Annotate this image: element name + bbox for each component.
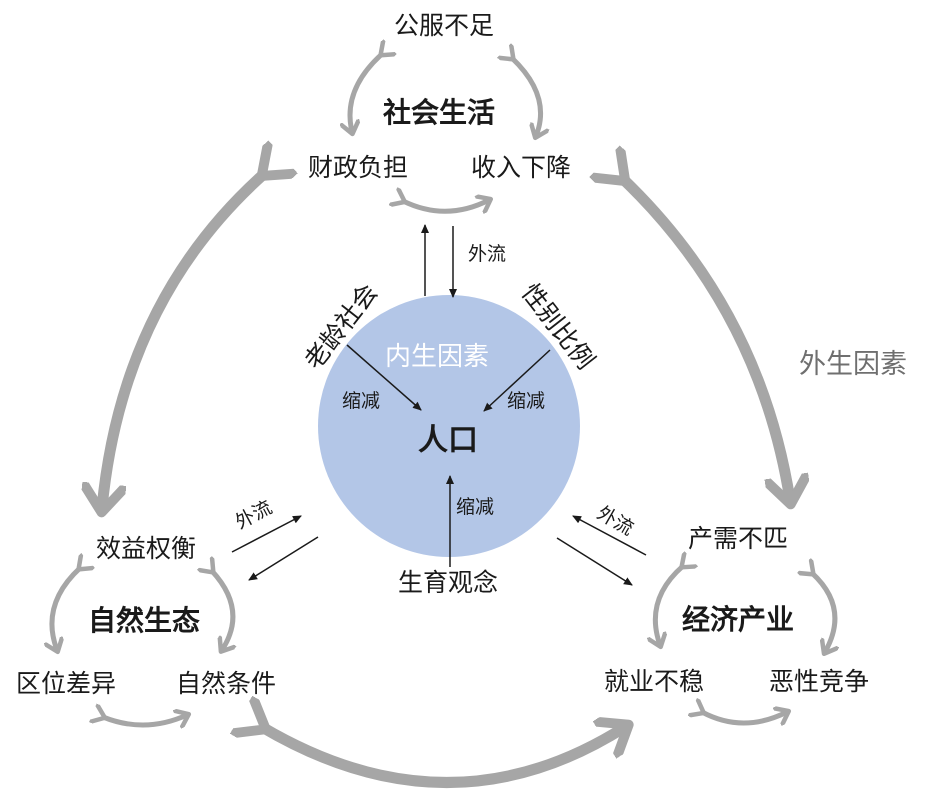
social-life-hub: 社会生活 [383, 96, 496, 129]
arrow-circle-to-nature [248, 536, 319, 581]
natural-ecology-hub: 自然生态 [88, 604, 201, 637]
fiscal-burden-label: 财政负担 [308, 153, 409, 182]
economic-industry-hub: 经济产业 [682, 603, 795, 636]
arrow-quwei-ziran [103, 715, 187, 725]
aging-society-label: 老龄社会 [298, 278, 384, 375]
arrow-gongfu-caizheng [350, 54, 382, 132]
unstable-employment-label: 就业不稳 [604, 667, 705, 696]
supply-demand-mismatch-label: 产需不匹 [688, 524, 789, 553]
outflow-label-top: 外流 [468, 243, 507, 265]
arrow-chanxu-exing [812, 573, 835, 652]
arrow-economy-to-circle [572, 515, 647, 556]
arrow-nature-to-circle [231, 515, 302, 553]
benefit-tradeoff-label: 效益权衡 [96, 534, 197, 563]
vicious-competition-label: 恶性竞争 [769, 667, 870, 696]
exogenous-factors-label: 外生因素 [799, 349, 907, 380]
gender-ratio-label: 性别比例 [515, 278, 601, 375]
big-arrow-nature-economy [262, 727, 625, 788]
arrow-xiaoyi-quwei [52, 568, 80, 650]
arrow-chanxu-jiuye [655, 566, 683, 645]
income-decline-label: 收入下降 [471, 153, 572, 182]
natural-conditions-label: 自然条件 [176, 669, 277, 698]
core-circle [318, 295, 580, 557]
outflow-label-right: 外流 [593, 502, 638, 541]
reduce-label-bottom: 缩减 [456, 496, 495, 518]
big-arrow-social-nature [102, 173, 265, 508]
arrow-gongfu-shouru [512, 58, 541, 136]
arrow-xiaoyi-ziran [212, 571, 233, 650]
arrow-aging-reduce [346, 344, 422, 411]
core-title: 内生因素 [385, 342, 490, 372]
fertility-concept-label: 生育观念 [398, 568, 499, 597]
location-difference-label: 区位差异 [16, 669, 117, 698]
arrow-gender-reduce [483, 349, 551, 412]
reduce-label-left: 缩减 [342, 390, 381, 412]
outflow-label-left: 外流 [231, 496, 276, 534]
public-service-shortage-label: 公服不足 [394, 11, 495, 40]
big-arrow-social-economy [622, 178, 790, 500]
arrow-jiuye-exing [702, 712, 787, 723]
arrow-circle-to-economy [556, 537, 633, 586]
arrow-caizheng-shouru [403, 200, 489, 211]
reduce-label-right: 缩减 [507, 390, 546, 412]
population-label: 人口 [418, 423, 478, 458]
